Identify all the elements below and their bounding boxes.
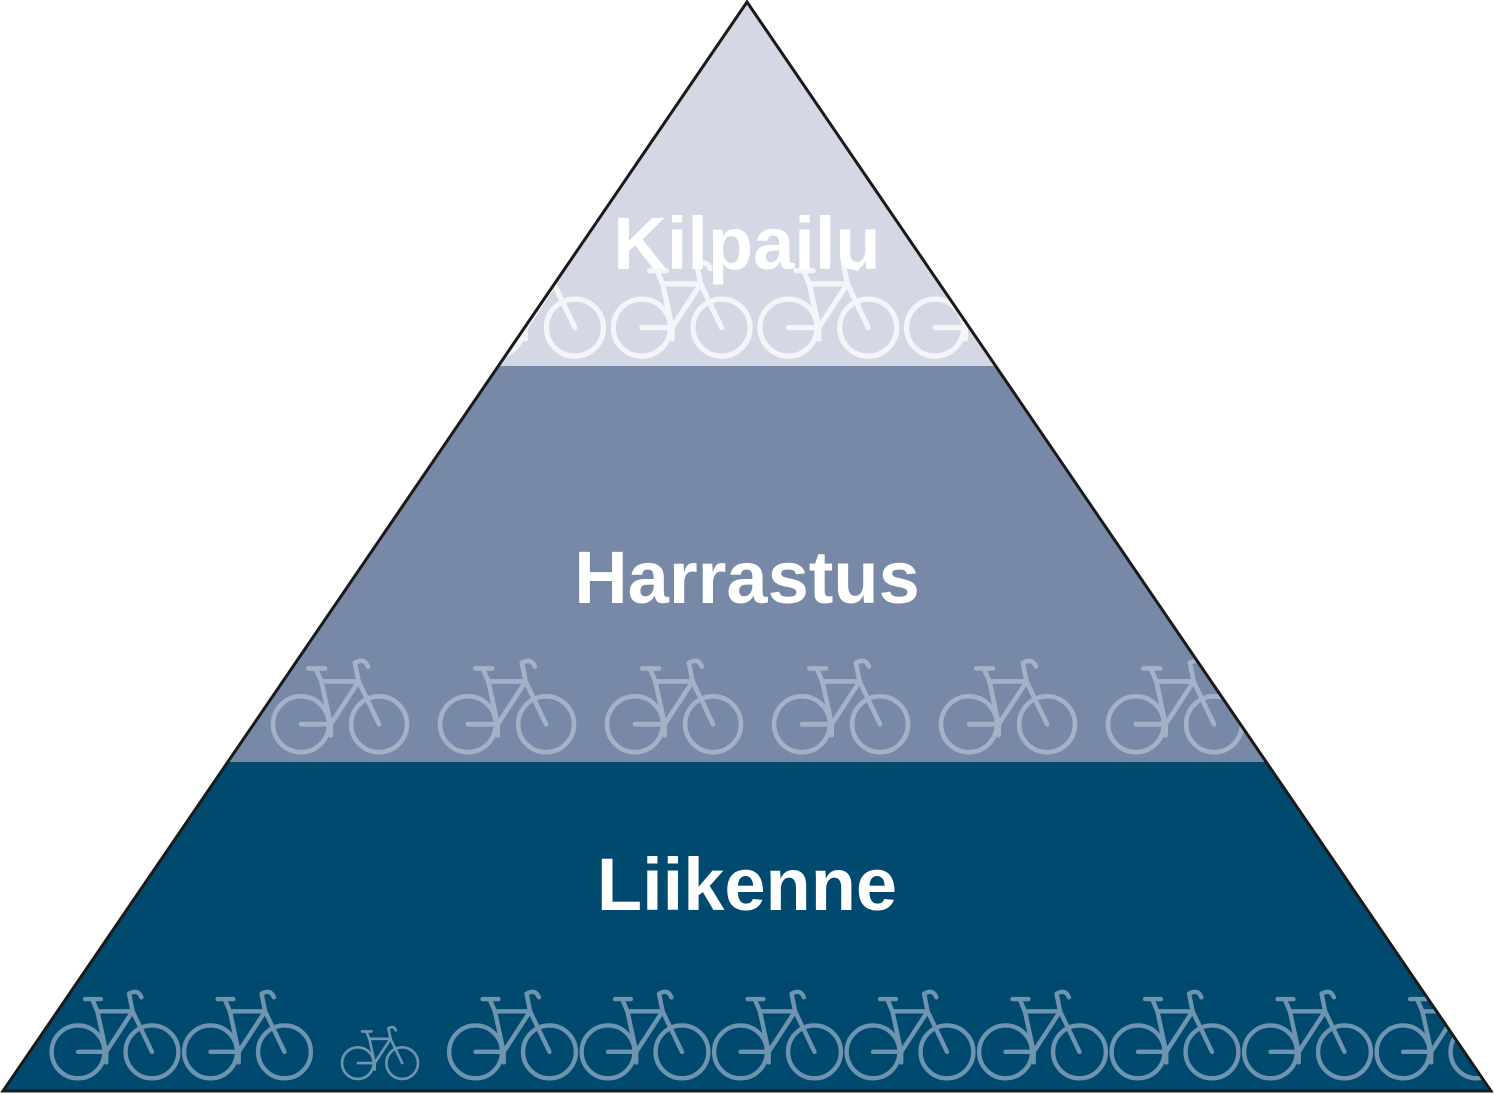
tier-top [498, 2, 996, 366]
tier-middle [228, 366, 1266, 762]
tier-middle-label: Harrastus [574, 536, 920, 619]
tier-bottom-label: Liikenne [597, 843, 897, 926]
tier-bottom [3, 762, 1491, 1091]
tier-top-label: Kilpailu [613, 202, 880, 285]
